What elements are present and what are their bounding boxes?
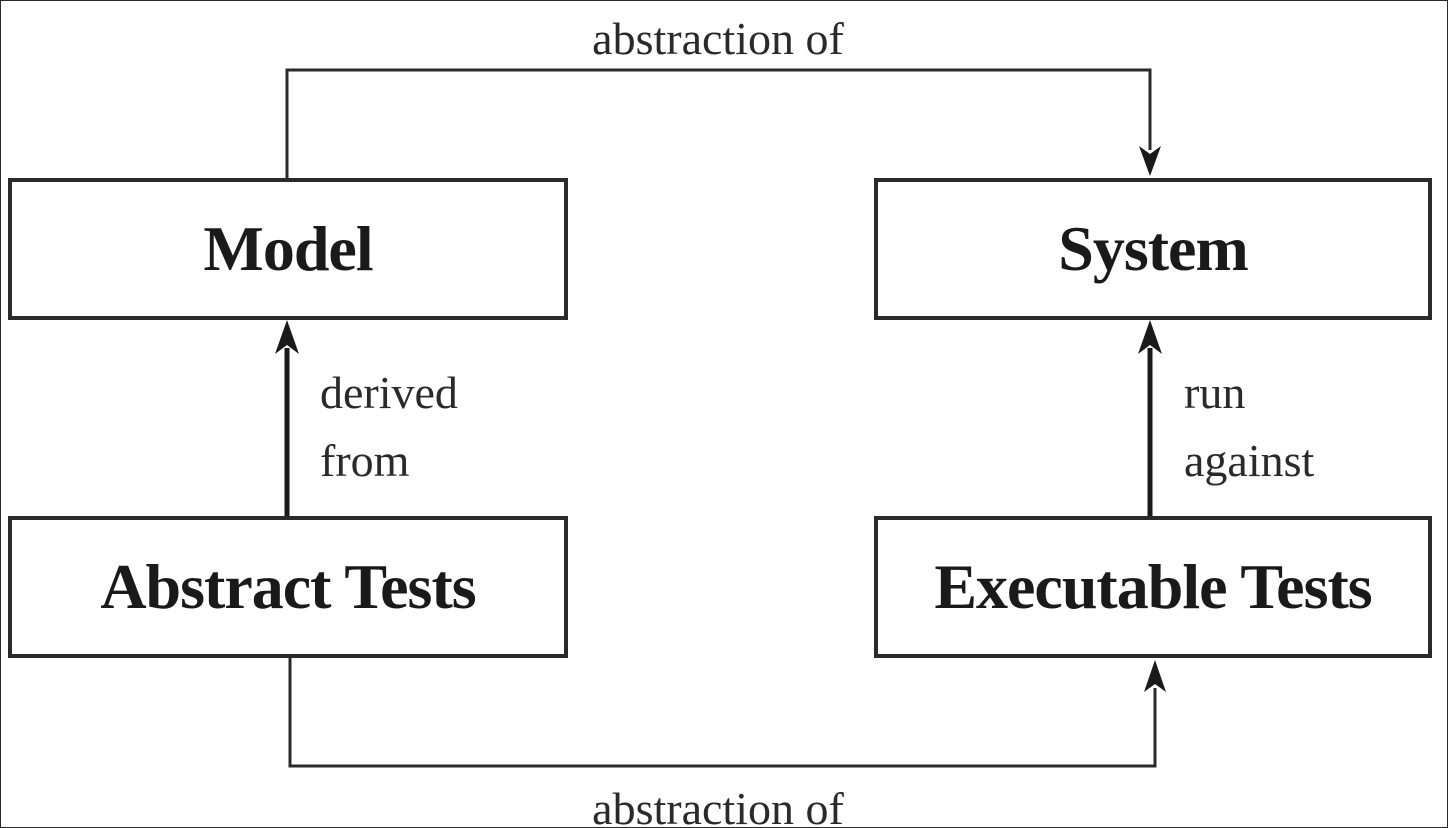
edge-abstract-to-executable-line: [288, 656, 1157, 768]
node-executable-tests-label: Executable Tests: [934, 551, 1371, 622]
node-system-label: System: [1058, 213, 1248, 284]
node-abstract-tests-box: [8, 516, 568, 658]
edge-label-run: run: [1184, 367, 1245, 418]
edge-label-model-to-system: abstraction of: [592, 13, 844, 64]
node-system-box: [874, 178, 1432, 320]
edge-executable-to-system-arrowhead: [1138, 320, 1162, 354]
node-model-label: Model: [203, 213, 372, 284]
edge-model-to-system-line: [285, 68, 1152, 180]
node-abstract-tests-label: Abstract Tests: [100, 551, 475, 622]
edge-label-derived: derived: [320, 367, 458, 418]
node-system[interactable]: System: [874, 178, 1432, 320]
node-executable-tests-box: [874, 516, 1432, 658]
edge-executable-to-system: [1138, 320, 1162, 518]
edge-model-to-system-arrowhead: [1139, 146, 1161, 176]
node-executable-tests[interactable]: Executable Tests: [874, 516, 1432, 658]
edge-abstract-to-model-arrowhead: [275, 320, 299, 354]
edge-label-from: from: [320, 435, 410, 486]
node-model-box: [8, 178, 568, 320]
node-model[interactable]: Model: [8, 178, 568, 320]
edge-abstract-to-model: [275, 320, 299, 518]
edge-abstract-to-executable-arrowhead: [1144, 660, 1166, 692]
node-abstract-tests[interactable]: Abstract Tests: [8, 516, 568, 658]
edge-label-against: against: [1184, 435, 1315, 486]
edge-model-to-system: [285, 68, 1161, 180]
edge-label-abstract-to-executable: abstraction of: [592, 783, 844, 828]
edge-abstract-to-executable: [288, 656, 1166, 768]
